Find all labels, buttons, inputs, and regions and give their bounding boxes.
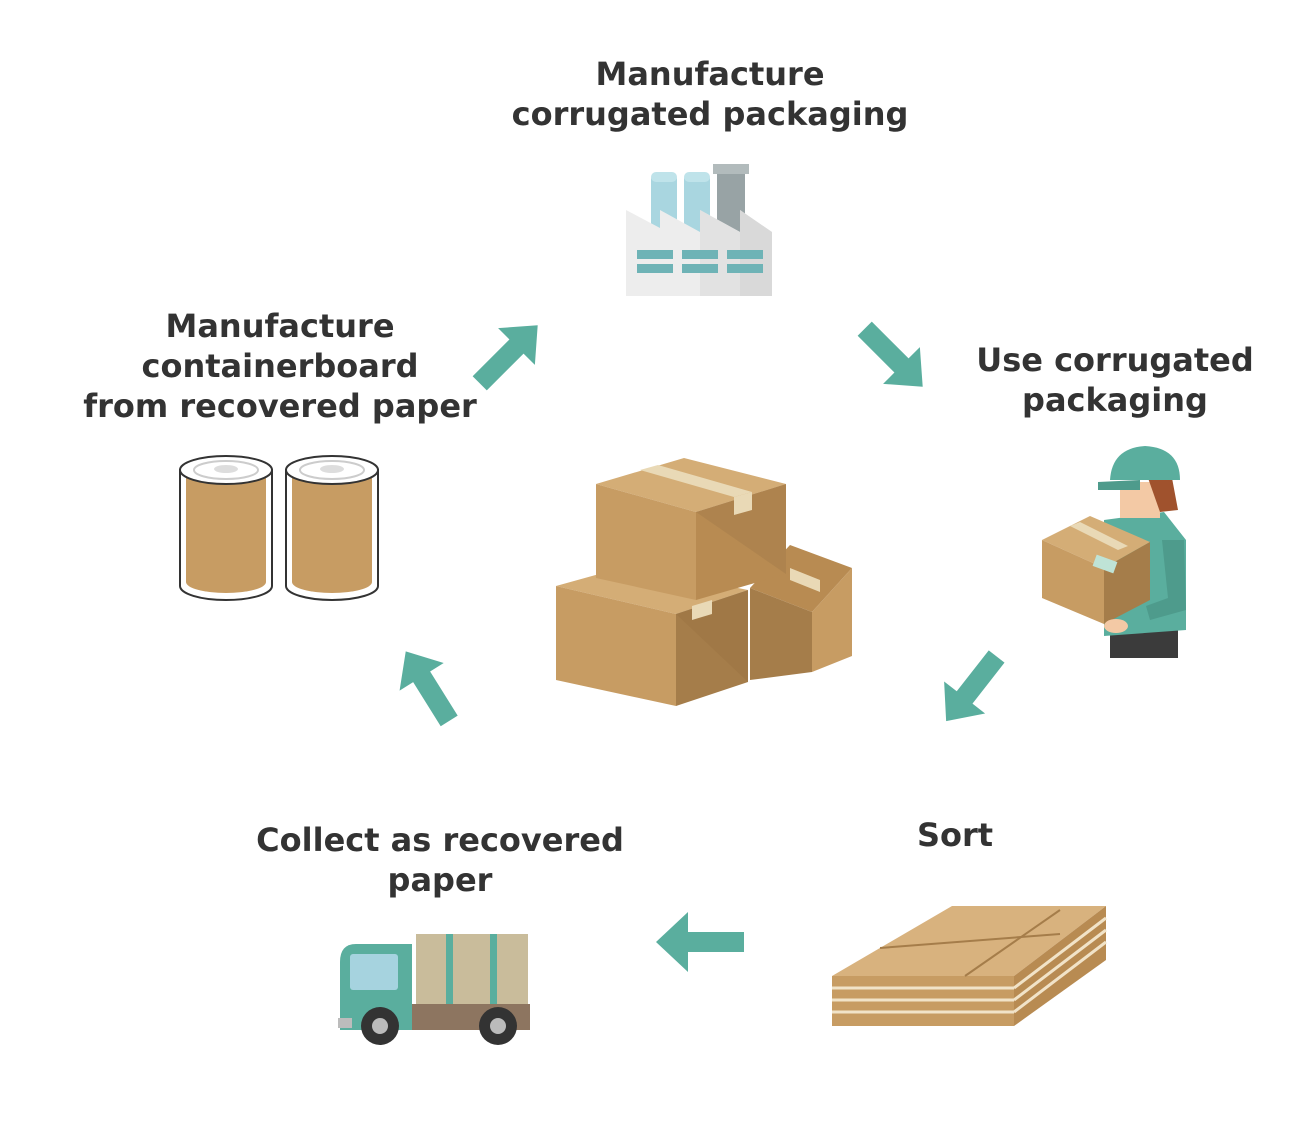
step-label-line: paper [387, 861, 493, 899]
step-label-line: Use corrugated [976, 341, 1254, 379]
step-label-use-packaging: Use corrugated packaging [960, 340, 1270, 420]
truck-icon [338, 934, 530, 1045]
arrow-down-left-icon [944, 650, 1005, 722]
factory-icon [626, 164, 772, 296]
step-label-line: containerboard [141, 347, 419, 385]
arrow-down-right-icon [857, 321, 923, 387]
step-label-line: Manufacture [595, 55, 825, 93]
step-label-line: Sort [916, 816, 994, 854]
step-label-manufacture-packaging: Manufacture corrugated packaging [440, 54, 980, 134]
step-label-line: Manufacture [165, 307, 395, 345]
step-label-line: Collect as recovered [256, 821, 624, 859]
step-label-sort: Sort [880, 815, 1030, 855]
step-label-collect: Collect as recovered paper [230, 820, 650, 900]
step-label-line: packaging [1022, 381, 1208, 419]
arrow-up-right-icon [472, 325, 538, 391]
arrow-up-left-icon [399, 651, 458, 727]
flat-cardboard-stack-icon [832, 906, 1107, 1026]
cardboard-boxes-icon [556, 458, 852, 706]
step-label-manufacture-containerboard: Manufacture containerboard from recovere… [70, 306, 490, 426]
step-label-line: from recovered paper [83, 387, 477, 425]
paper-rolls-icon [179, 455, 379, 601]
step-label-line: corrugated packaging [511, 95, 909, 133]
arrow-left-icon [656, 912, 744, 972]
worker-carrying-box-icon [1042, 446, 1186, 658]
